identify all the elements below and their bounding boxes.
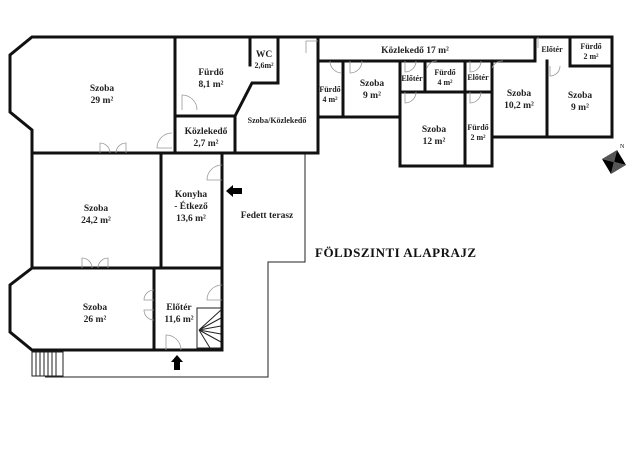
plan-title: FÖLDSZINTI ALAPRAJZ	[315, 245, 477, 260]
walls-right-wing	[316, 35, 614, 168]
door-swings	[81, 37, 561, 351]
compass-icon: N	[602, 144, 626, 174]
room-fedett-terasz: Fedett terasz	[241, 211, 294, 221]
terrace-outline	[45, 153, 306, 378]
entrance-arrow-icon	[171, 355, 183, 370]
room-szoba-kozlekedo: Szoba/Közlekedő	[248, 116, 307, 125]
room-eloter-a: Előtér	[401, 74, 423, 83]
room-eloter-c: Előtér	[541, 45, 563, 54]
room-eloter-b: Előtér	[467, 73, 489, 82]
entrance-arrow-icon	[226, 185, 242, 197]
compass-north-label: N	[620, 144, 625, 150]
room-kozlekedo-17: Közlekedő 17 m²	[381, 46, 449, 56]
interior-stairs	[196, 307, 222, 349]
entrance-stairs	[31, 351, 64, 377]
walls-left-building	[8, 35, 320, 352]
